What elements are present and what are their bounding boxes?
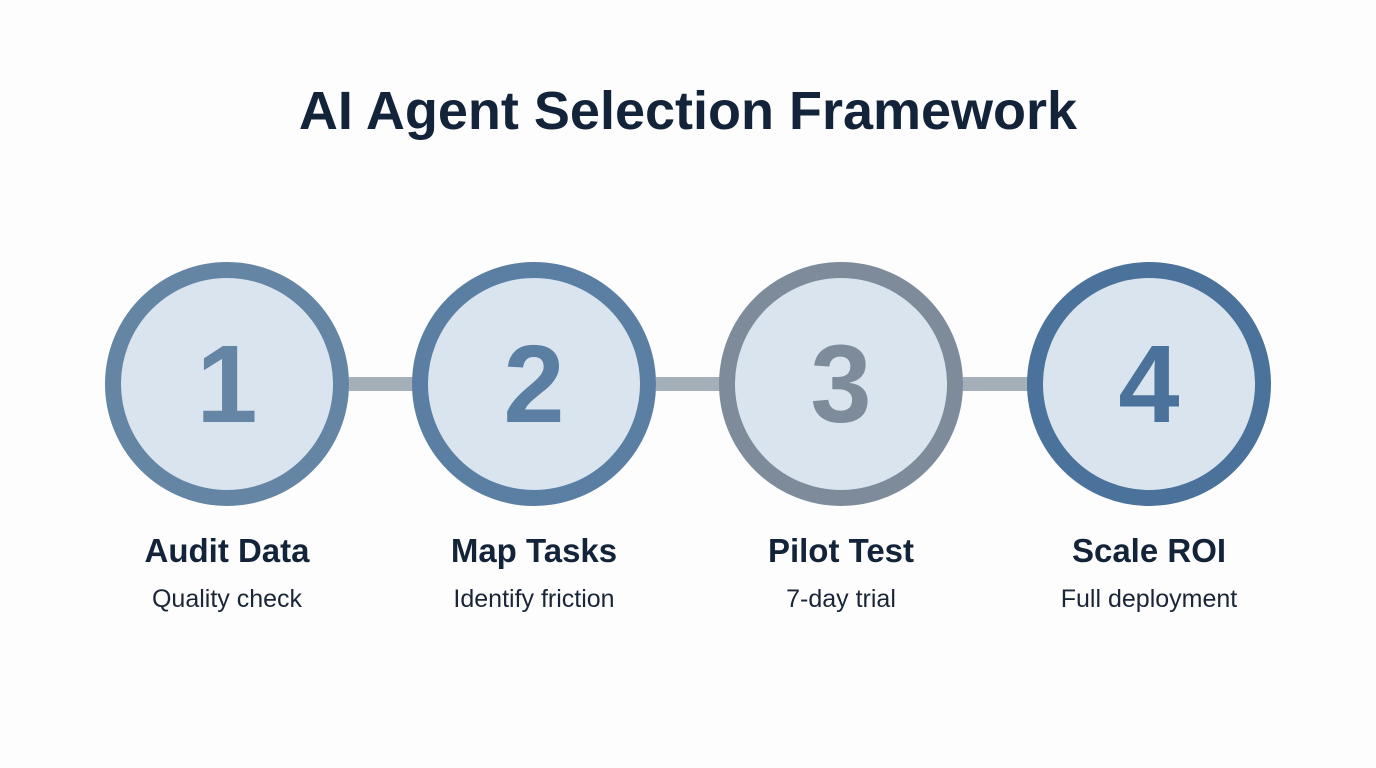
step-label: Pilot Test bbox=[767, 532, 915, 569]
step-description: 7-day trial bbox=[786, 585, 896, 613]
step-description: Quality check bbox=[151, 585, 303, 613]
connector-1-2 bbox=[349, 377, 413, 391]
step-number: 2 bbox=[503, 322, 565, 446]
page-title: AI Agent Selection Framework bbox=[298, 81, 1078, 141]
step-number-circle: 4 bbox=[1027, 262, 1271, 506]
step-number: 1 bbox=[196, 322, 258, 446]
step-number-circle: 1 bbox=[105, 262, 349, 506]
step-2: 2 Map Tasks Identify friction bbox=[412, 262, 656, 613]
connector-3-4 bbox=[963, 377, 1028, 391]
step-label: Map Tasks bbox=[450, 532, 618, 569]
step-1: 1 Audit Data Quality check bbox=[105, 262, 349, 613]
step-number: 4 bbox=[1118, 322, 1180, 446]
step-number: 3 bbox=[810, 322, 872, 446]
connector-2-3 bbox=[656, 377, 720, 391]
step-label: Scale ROI bbox=[1071, 532, 1227, 569]
step-3: 3 Pilot Test 7-day trial bbox=[719, 262, 963, 613]
step-description: Identify friction bbox=[453, 585, 615, 613]
step-number-circle: 2 bbox=[412, 262, 656, 506]
step-description: Full deployment bbox=[1060, 585, 1238, 613]
step-4: 4 Scale ROI Full deployment bbox=[1027, 262, 1271, 613]
step-number-circle: 3 bbox=[719, 262, 963, 506]
step-label: Audit Data bbox=[144, 532, 310, 569]
